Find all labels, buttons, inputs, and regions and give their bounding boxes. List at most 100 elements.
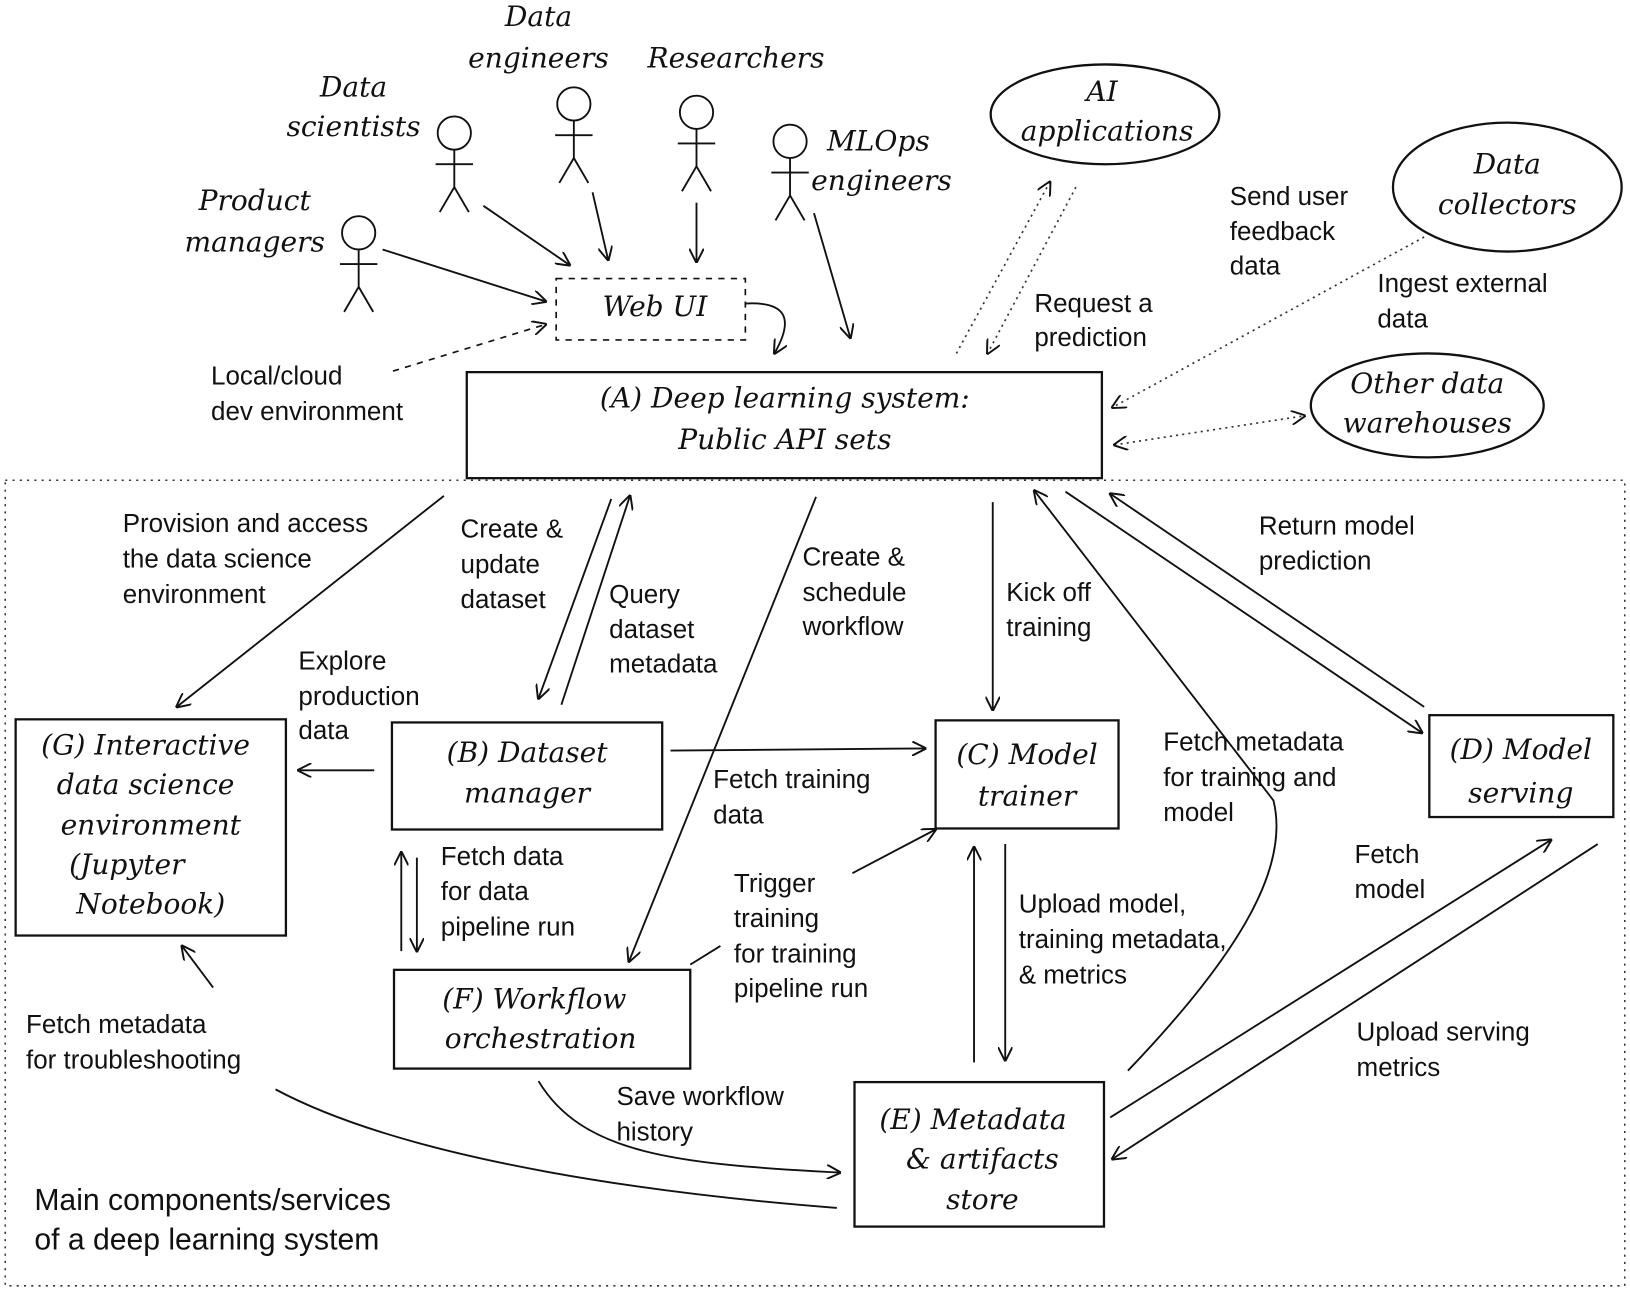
label-kick-off: training <box>1006 612 1091 642</box>
component-a-box <box>465 370 1104 480</box>
component-d-label: serving <box>1468 776 1573 809</box>
arrow-api-to-f <box>629 496 817 962</box>
data-collectors-label: Data <box>1473 148 1541 181</box>
label-trigger-training: for training <box>734 939 857 969</box>
label-fetch-data-pipeline: for data <box>441 876 530 906</box>
label-fetch-troubleshooting: for troubleshooting <box>26 1045 241 1075</box>
component-g-label: (Jupyter <box>69 848 186 881</box>
arrow-pm-to-webui <box>382 248 546 301</box>
arrows <box>177 182 1599 1209</box>
ai-applications-label: applications <box>1021 114 1194 147</box>
actor-researchers: Researchers <box>646 42 824 75</box>
arrow-localdev-to-webui <box>392 324 546 372</box>
actor-data-scientists: scientists <box>286 110 420 143</box>
person-icon <box>771 123 809 221</box>
actor-product-managers: Product <box>198 184 312 217</box>
label-provision: environment <box>123 579 267 609</box>
arrow-mlops-to-api <box>813 212 850 338</box>
component-b-label: (B) Dataset <box>447 736 609 769</box>
label-fetch-data-pipeline: Fetch data <box>441 841 564 871</box>
actor-data-engineers: Data <box>504 0 572 33</box>
label-create-update: dataset <box>461 584 547 614</box>
line-e-to-g <box>275 1088 837 1209</box>
actor-mlops-engineers: MLOps <box>826 125 930 158</box>
label-upload-model: Upload model, <box>1019 889 1186 919</box>
label-query-metadata: Query <box>609 579 680 609</box>
component-g-box <box>14 718 288 937</box>
label-fetch-troubleshooting: Fetch metadata <box>26 1009 207 1039</box>
arrow-api-to-ai <box>955 182 1050 354</box>
component-e-box <box>853 1080 1106 1228</box>
label-ingest-external: data <box>1377 303 1428 333</box>
arrow-to-g <box>182 946 214 989</box>
component-d-label: (D) Model <box>1450 733 1592 766</box>
arrow-de-to-webui <box>591 192 609 260</box>
label-create-update: update <box>461 549 540 579</box>
arrow-b-to-api <box>560 496 630 706</box>
label-create-schedule: schedule <box>803 577 907 607</box>
label-return-prediction: Return model <box>1259 510 1415 540</box>
other-warehouses-label: Other data <box>1350 367 1504 400</box>
label-trigger-training: training <box>734 903 819 933</box>
system-boundary <box>4 479 1626 1287</box>
ai-applications-node <box>989 63 1221 166</box>
label-fetch-model: model <box>1354 874 1425 904</box>
person-icon <box>677 94 716 192</box>
label-send-feedback: Send user <box>1230 181 1349 211</box>
label-trigger-training: Trigger <box>734 868 816 898</box>
label-send-feedback: data <box>1230 250 1281 280</box>
label-kick-off: Kick off <box>1006 577 1091 607</box>
component-d-box <box>1428 714 1615 819</box>
label-fetch-data-pipeline: pipeline run <box>441 912 575 942</box>
label-explore: Explore <box>298 645 386 675</box>
label-fetch-metadata-training: for training and <box>1163 762 1336 792</box>
pointer-trigger <box>689 945 721 966</box>
component-c-label: trainer <box>978 780 1078 813</box>
label-fetch-model: Fetch <box>1354 839 1419 869</box>
person-icon <box>555 86 593 184</box>
arrow-ai-to-api <box>988 186 1077 353</box>
arrow-webui-to-api <box>745 302 785 353</box>
label-upload-model: training metadata, <box>1019 924 1227 954</box>
arrow-api-to-b <box>538 498 613 699</box>
label-save-history: Save workflow <box>616 1081 784 1111</box>
label-return-prediction: prediction <box>1259 546 1372 576</box>
diagram-caption: Main components/services <box>34 1184 391 1217</box>
arrow-b-to-c <box>670 748 926 750</box>
label-query-metadata: metadata <box>609 649 718 679</box>
component-g-label: (G) Interactive <box>41 729 250 762</box>
component-c-box <box>934 719 1120 830</box>
label-fetch-training-data: Fetch training <box>713 764 870 794</box>
arrow-api-warehouses <box>1114 416 1304 445</box>
diagram-caption: of a deep learning system <box>34 1223 379 1256</box>
label-send-feedback: feedback <box>1230 216 1336 246</box>
component-g-label: environment <box>61 809 242 842</box>
component-f-label: orchestration <box>445 1022 637 1055</box>
data-collectors-node <box>1391 121 1623 253</box>
stick-figure-icons <box>339 86 809 313</box>
component-g-label: data science <box>57 768 235 801</box>
label-fetch-training-data: data <box>713 799 764 829</box>
label-provision: the data science <box>123 544 312 574</box>
component-a-label: Public API sets <box>677 423 891 456</box>
label-fetch-metadata-training: Fetch metadata <box>1163 727 1344 757</box>
label-fetch-metadata-training: model <box>1163 797 1234 827</box>
person-icon <box>339 215 378 313</box>
label-request-prediction: Request a <box>1034 288 1153 318</box>
person-icon <box>435 115 474 213</box>
label-request-prediction: prediction <box>1034 322 1147 352</box>
arrow-api-to-g <box>177 495 445 707</box>
ai-applications-label: AI <box>1083 75 1118 108</box>
label-create-update: Create & <box>461 513 563 543</box>
label-explore: production <box>298 681 419 711</box>
label-upload-serving: metrics <box>1357 1052 1441 1082</box>
label-save-history: history <box>616 1116 693 1146</box>
label-upload-model: & metrics <box>1019 959 1127 989</box>
component-b-label: manager <box>464 776 592 809</box>
label-query-metadata: dataset <box>609 614 695 644</box>
component-a-label: (A) Deep learning system: <box>600 381 970 414</box>
arrow-d-to-e <box>1112 843 1599 1159</box>
arrow-e-to-api <box>1034 491 1278 1072</box>
component-e-label: store <box>946 1183 1019 1216</box>
other-warehouses-label: warehouses <box>1343 406 1512 439</box>
